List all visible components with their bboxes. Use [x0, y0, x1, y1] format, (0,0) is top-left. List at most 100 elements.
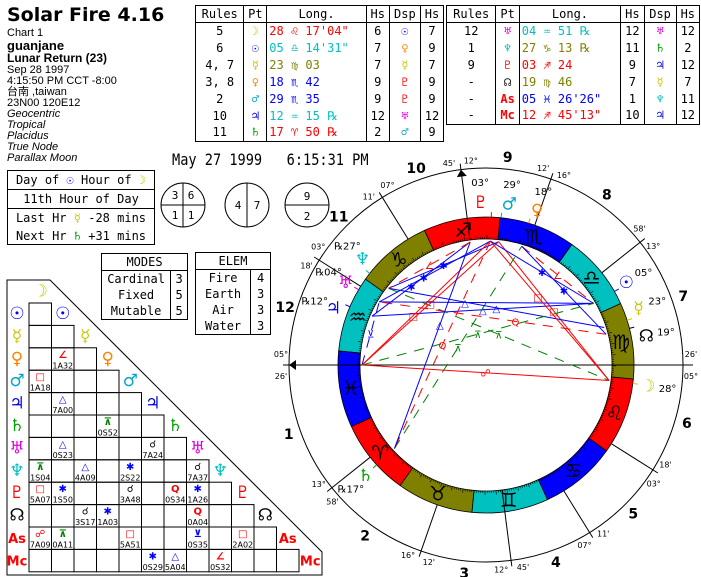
neptune-icon: ♆: [355, 250, 370, 270]
last-hour-value: -28 mins: [88, 211, 147, 225]
longitude-cell: 03 ♐ 24: [518, 56, 622, 74]
chart-time: 4:15:50 PM CCT -8:00: [7, 75, 117, 87]
degree-tick: [421, 251, 425, 256]
cusp-minute: 58': [633, 225, 645, 234]
degree-tick: [540, 478, 542, 481]
dispositor-house-cell: 7: [420, 56, 444, 74]
degree-tick: [451, 486, 453, 491]
planet-degree: 28°: [659, 384, 677, 395]
mc-icon: Mc: [7, 554, 28, 569]
last-hour-row: Last Hr ☿ -28 mins: [8, 209, 154, 227]
dispositor-house-cell: 12: [675, 22, 701, 40]
planet-tick: [345, 304, 351, 308]
dispositor-house-cell: 7: [420, 22, 444, 40]
cusp-degree: 13°: [312, 480, 326, 489]
degree-tick: [369, 311, 372, 314]
aspect-grid-border: [6, 279, 323, 576]
degree-tick: [438, 482, 441, 485]
aspect-line: [388, 241, 499, 289]
degree-tick: [567, 265, 571, 270]
aspect-cell: [141, 504, 165, 528]
degree-tick: [363, 328, 366, 330]
column-header: Long.: [266, 5, 367, 23]
moon-icon: ☽: [640, 376, 655, 396]
aspect-orb: 5A07: [30, 496, 51, 505]
cusp-minute: 11': [597, 530, 609, 539]
degree-tick: [383, 439, 385, 442]
degree-tick: [385, 443, 388, 446]
house-cusp-line: [601, 238, 646, 274]
aspect-line: [388, 241, 471, 289]
cusp-degree: 03°: [311, 243, 325, 252]
aspect-orb: 0A11: [52, 541, 73, 550]
aspect-line: [388, 287, 605, 328]
degree-tick: [521, 242, 523, 245]
degree-tick: [391, 278, 394, 281]
planet-row: 10♃12 ♒ 15 ℞12♅12: [194, 107, 444, 125]
planet-degree: ℞04°: [315, 268, 342, 279]
cusp-minute: 26': [685, 350, 697, 359]
quincunx-icon: ⊼: [474, 330, 481, 341]
hemisphere-count: 1: [188, 209, 195, 222]
degree-tick: [407, 263, 410, 266]
degree-tick: [420, 254, 423, 257]
cusp-minute: 18': [659, 461, 671, 470]
degree-tick: [531, 245, 534, 248]
degree-tick: [396, 454, 398, 457]
degree-tick: [587, 439, 590, 442]
aspect-cell: [28, 414, 52, 438]
cusp-degree: 05°: [274, 350, 288, 359]
square-icon: □: [533, 293, 542, 304]
degree-tick: [575, 273, 579, 277]
label-cell: Mutable: [100, 303, 172, 320]
degree-tick: [602, 412, 605, 415]
degree-tick: [598, 307, 601, 309]
quintile-icon: Q: [511, 317, 519, 328]
column-header: Pt: [495, 5, 520, 23]
node-icon: ☊: [258, 506, 273, 526]
degree-tick: [589, 436, 592, 438]
rules-cell: 2: [194, 90, 245, 108]
aspect-line: [393, 240, 491, 449]
house-cell: 1: [620, 90, 645, 108]
cusp-minute: 58': [326, 497, 338, 506]
degree-tick: [449, 242, 451, 245]
dispositor-house-cell: 7: [675, 73, 701, 91]
aspect-orb: 3S17: [75, 518, 95, 527]
degree-tick: [597, 422, 600, 425]
venus-icon: ♀: [388, 39, 422, 57]
degree-tick: [374, 301, 377, 304]
degree-tick: [585, 286, 588, 289]
degree-tick: [385, 445, 390, 449]
degree-tick: [564, 463, 567, 466]
degree-tick: [380, 292, 383, 294]
aspect-cell: [141, 414, 165, 438]
degree-tick: [571, 457, 573, 460]
degree-tick: [364, 324, 367, 326]
aspect-orb: 0S52: [98, 429, 118, 438]
aspect-cell: [163, 459, 187, 483]
aspect-cell: [96, 526, 120, 550]
degree-tick: [581, 281, 584, 284]
chart-coords: 23N00 120E12: [7, 97, 81, 109]
pluto-icon: ♇: [388, 90, 422, 108]
degree-tick: [402, 264, 406, 269]
degree-tick: [371, 307, 374, 310]
longitude-cell: 18 ♏ 42: [266, 73, 367, 91]
node-icon: ☊: [639, 326, 654, 346]
degree-tick: [434, 480, 437, 483]
degree-tick: [523, 485, 525, 488]
aspect-orb: 0S29: [143, 563, 163, 572]
degree-tick: [386, 283, 389, 286]
longitude-cell: 12 ♒ 15 ℞: [266, 107, 367, 125]
aspect-cell: [118, 504, 142, 528]
pluto-icon: ♇: [473, 193, 488, 213]
degree-tick: [366, 317, 369, 320]
pluto-icon: ♇: [388, 73, 422, 91]
as-icon: As: [279, 532, 297, 547]
degree-tick: [551, 255, 554, 258]
mercury-icon: ☿: [633, 299, 643, 319]
